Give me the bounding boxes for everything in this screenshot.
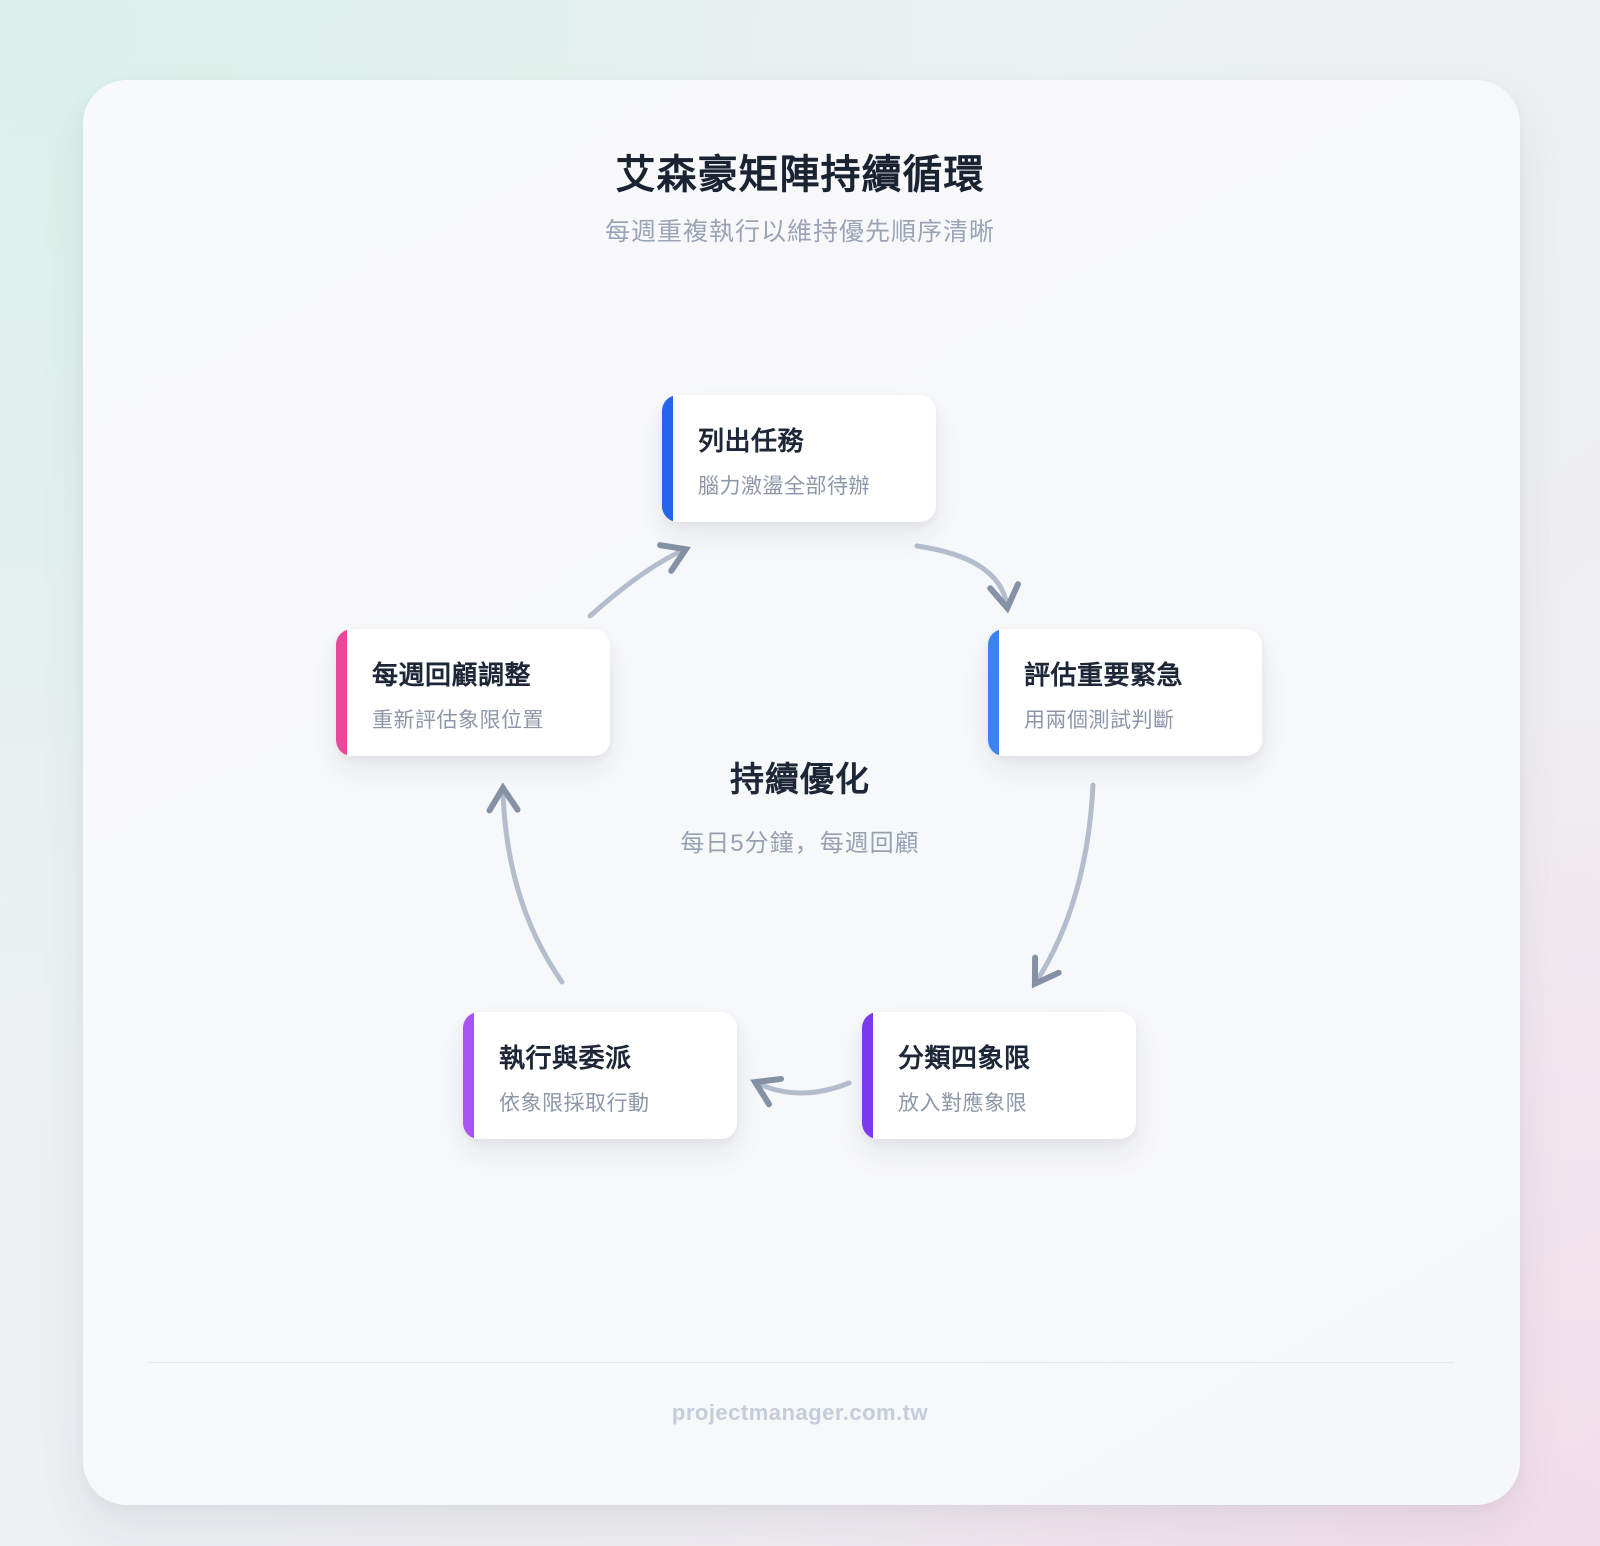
step-title: 分類四象限 [898, 1043, 1031, 1073]
footer-divider [147, 1362, 1454, 1363]
step-title: 列出任務 [698, 426, 805, 456]
step-desc: 放入對應象限 [898, 1092, 1027, 1115]
step-desc: 依象限採取行動 [499, 1092, 650, 1115]
step-title: 每週回顧調整 [372, 660, 532, 690]
step-card-classify: 分類四象限 放入對應象限 [862, 1012, 1136, 1139]
arrow-step4-to-step5-icon [486, 782, 565, 985]
accent-bar [463, 1012, 474, 1139]
page-title: 艾森豪矩陣持續循環 [615, 153, 985, 197]
step-desc: 腦力激盪全部待辦 [698, 475, 870, 498]
cycle-center-label: 持續優化 每日5分鐘，每週回顧 [560, 752, 1040, 858]
arrow-step5-to-step1-icon [587, 542, 691, 619]
footer-site-url: projectmanager.com.tw [671, 1400, 929, 1425]
arrow-step3-to-step4-icon [750, 1075, 852, 1108]
page-subtitle: 每週重複執行以維持優先順序清晰 [604, 218, 995, 246]
step-card-execute-delegate: 執行與委派 依象限採取行動 [463, 1012, 737, 1139]
arrow-step1-to-step2-icon [914, 543, 1021, 614]
accent-bar [862, 1012, 873, 1139]
infographic-panel [83, 80, 1520, 1505]
step-card-evaluate: 評估重要緊急 用兩個測試判斷 [988, 629, 1262, 756]
step-title: 執行與委派 [499, 1043, 632, 1073]
step-desc: 用兩個測試判斷 [1024, 709, 1175, 732]
step-desc: 重新評估象限位置 [372, 709, 544, 732]
cycle-center-title: 持續優化 [730, 761, 870, 799]
accent-bar [988, 629, 999, 756]
step-title: 評估重要緊急 [1024, 660, 1184, 690]
cycle-center-subtitle: 每日5分鐘，每週回顧 [680, 830, 920, 857]
accent-bar [336, 629, 347, 756]
arrow-step2-to-step3-icon [1031, 782, 1096, 989]
step-card-list-tasks: 列出任務 腦力激盪全部待辦 [662, 395, 936, 522]
accent-bar [662, 395, 673, 522]
step-card-weekly-review: 每週回顧調整 重新評估象限位置 [336, 629, 610, 756]
